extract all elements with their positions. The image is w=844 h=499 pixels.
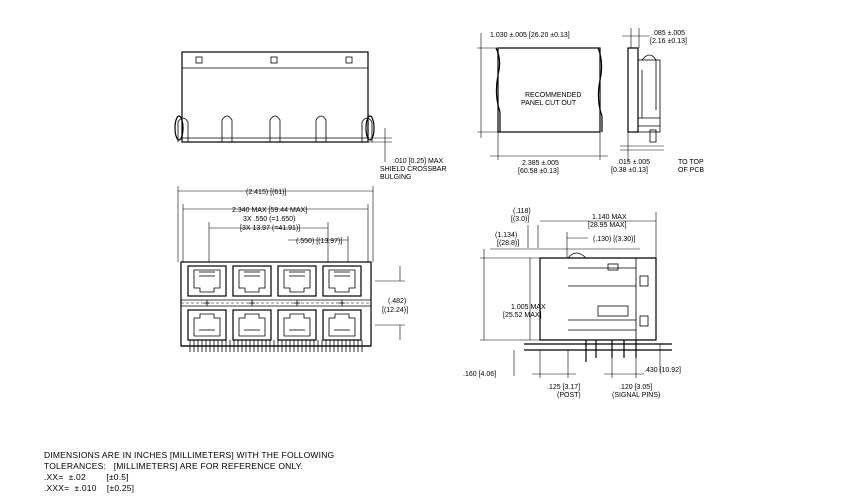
rj45-port xyxy=(232,309,272,341)
side-pins xyxy=(585,340,637,362)
dim-120-label: (SIGNAL PINS) xyxy=(612,392,660,399)
side-bottom-label-mm: [0.38 ±0.13] xyxy=(611,167,648,174)
rj45-port xyxy=(277,265,317,297)
to-top-label-2: OF PCB xyxy=(678,167,704,174)
dim-118: (.118) xyxy=(513,208,531,215)
center-marks xyxy=(204,300,345,306)
pitch-label-1: 3X .550 (=1.650) xyxy=(243,216,295,223)
shield-dim-label-2: SHIELD CROSSBAR xyxy=(380,166,447,173)
cutout-width-label: 1.030 ±.005 [26.20 ±0.13] xyxy=(490,32,570,39)
max-width-label: 2.340 MAX [59.44 MAX] xyxy=(232,207,307,214)
cutout-label-1: RECOMMENDED xyxy=(525,92,581,99)
dim-430: .430 [10.92] xyxy=(644,367,681,374)
notes-line-4: .XXX= ±.010 [±0.25] xyxy=(44,483,135,493)
side-top-label: .085 ±.005 xyxy=(652,30,685,37)
to-top-label: TO TOP xyxy=(678,159,704,166)
row-height-label-mm: [(12.24)] xyxy=(382,307,408,314)
shield-dim-label-3: BULGING xyxy=(380,174,412,181)
side-profile-view: (.118) [(3.0)] (1.134) [(28.8)] 1.140 MA… xyxy=(463,208,681,399)
dim-125: .125 [3.17] xyxy=(547,384,580,391)
dim-130: (.130) [(3.30)] xyxy=(593,236,635,243)
dim-1005: 1.005 MAX xyxy=(511,304,546,311)
pitch-label-3: (.550) [(13.97)] xyxy=(296,238,342,245)
rj45-port xyxy=(277,309,317,341)
row-height-label: (.482) xyxy=(388,298,406,305)
notes-line-3: .XX= ±.02 [±0.5] xyxy=(44,472,129,482)
pitch-label-2: [3X 13.97 (=41.91)] xyxy=(240,225,300,232)
dim-1134: (1.134) xyxy=(495,232,517,239)
dim-1140-mm: [28.95 MAX] xyxy=(588,222,627,229)
rj45-port xyxy=(232,265,272,297)
side-detail-view: .085 ±.005 [2.16 ±0.13] .015 ±.005 [0.38… xyxy=(611,28,704,174)
port-row-bottom xyxy=(187,309,362,341)
dim-160: .160 [4.06] xyxy=(463,371,496,378)
panel-cutout-view: 1.030 ±.005 [26.20 ±0.13] RECOMMENDED PA… xyxy=(477,32,608,175)
dim-118-mm: [(3.0)] xyxy=(511,216,529,223)
front-view: (2.415) [(61)] 2.340 MAX [59.44 MAX] 3X … xyxy=(177,186,408,352)
side-top-label-mm: [2.16 ±0.13] xyxy=(650,38,687,45)
rj45-port xyxy=(322,265,362,297)
cutout-height-label-mm: [60.58 ±0.13] xyxy=(518,168,559,175)
port-row-top xyxy=(187,265,362,297)
cutout-height-label: 2.385 ±.005 xyxy=(522,160,559,167)
rj45-port xyxy=(322,309,362,341)
dim-120: .120 [3.05] xyxy=(619,384,652,391)
side-bottom-label: .015 ±.005 xyxy=(617,159,650,166)
dim-1005-mm: [25.52 MAX] xyxy=(503,312,542,319)
notes-line-1: DIMENSIONS ARE IN INCHES [MILLIMETERS] W… xyxy=(44,450,335,460)
rj45-port xyxy=(187,309,227,341)
cutout-label-2: PANEL CUT OUT xyxy=(521,100,577,107)
overall-width-label: (2.415) [(61)] xyxy=(246,189,287,196)
notes-line-2: TOLERANCES: [MILLIMETERS] ARE FOR REFERE… xyxy=(44,461,304,471)
dim-1134-mm: [(28.8)] xyxy=(497,240,519,247)
rj45-port xyxy=(187,265,227,297)
shield-dim-label: .010 [0.25] MAX xyxy=(393,158,444,165)
dim-1140: 1.140 MAX xyxy=(592,214,627,221)
top-view: .010 [0.25] MAX SHIELD CROSSBAR BULGING xyxy=(174,51,447,181)
dim-125-label: (POST) xyxy=(557,392,581,399)
